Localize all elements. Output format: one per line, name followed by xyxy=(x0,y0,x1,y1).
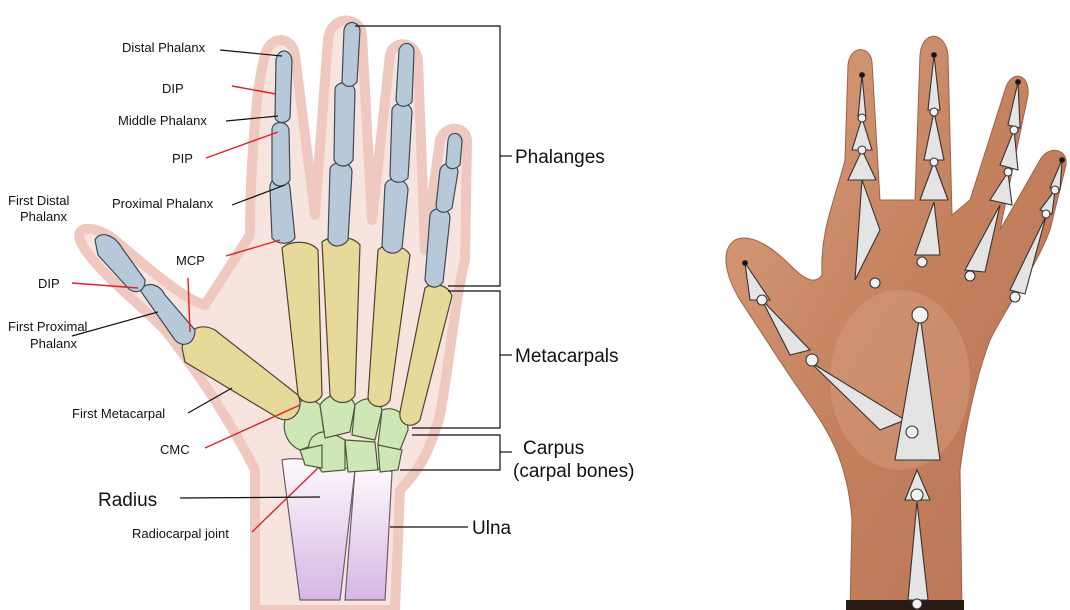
wrist-shadow xyxy=(846,600,964,610)
label-pip: PIP xyxy=(172,151,193,166)
label-proximal-phalanx: Proximal Phalanx xyxy=(112,196,214,211)
label-distal-phalanx: Distal Phalanx xyxy=(122,40,206,55)
label-mcp: MCP xyxy=(176,253,205,268)
label-carpal-bones: (carpal bones) xyxy=(513,461,634,482)
skeletal-hand-diagram: Distal Phalanx DIP Middle Phalanx PIP Pr… xyxy=(8,21,634,610)
label-first-metacarpal: First Metacarpal xyxy=(72,406,165,421)
label-radiocarpal-joint: Radiocarpal joint xyxy=(132,526,229,541)
label-thumb-dip: DIP xyxy=(38,276,60,291)
label-dip: DIP xyxy=(162,81,184,96)
label-first-proximal-phalanx-line2: Phalanx xyxy=(30,336,77,351)
label-first-proximal-phalanx-line1: First Proximal xyxy=(8,319,88,334)
label-phalanges: Phalanges xyxy=(515,147,605,168)
label-first-distal-phalanx-line2: Phalanx xyxy=(20,209,67,224)
rigged-hand-render xyxy=(726,36,1066,610)
label-first-distal-phalanx-line1: First Distal xyxy=(8,193,70,208)
label-middle-phalanx: Middle Phalanx xyxy=(118,113,207,128)
label-carpus: Carpus xyxy=(523,438,584,459)
label-cmc: CMC xyxy=(160,442,190,457)
label-ulna: Ulna xyxy=(472,518,512,539)
label-metacarpals: Metacarpals xyxy=(515,346,619,367)
label-radius: Radius xyxy=(98,490,157,511)
